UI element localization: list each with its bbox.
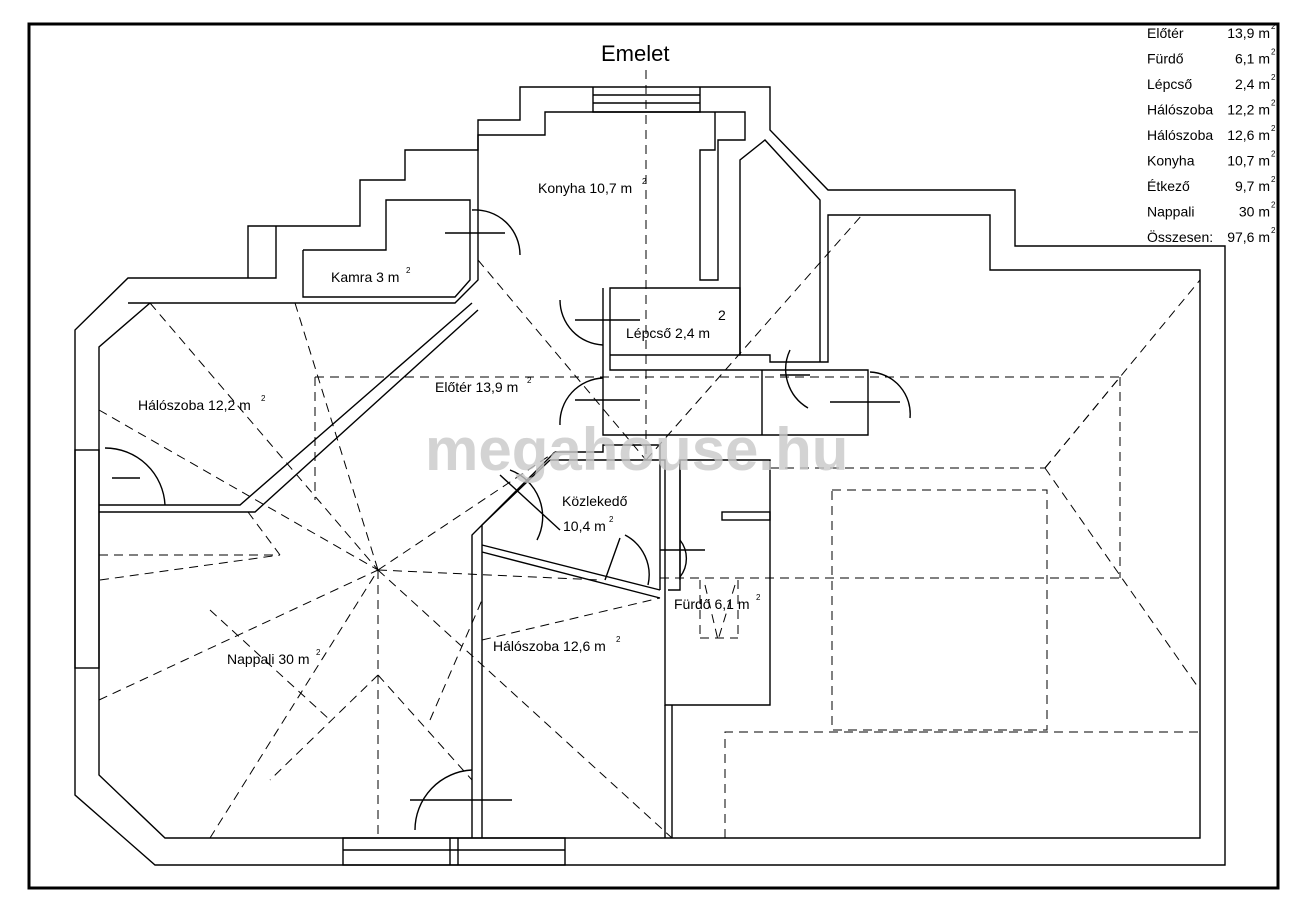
legend-name: Fürdő bbox=[1147, 51, 1184, 67]
sup: 2 bbox=[316, 648, 321, 657]
legend-value: 13,9 m bbox=[1227, 25, 1270, 41]
room-labels: Konyha 10,7 m 2 Kamra 3 m 2 Lépcső 2,4 m… bbox=[138, 177, 761, 667]
legend-unit-sup: 2 bbox=[1271, 99, 1276, 108]
legend-unit-sup: 2 bbox=[1271, 175, 1276, 184]
sup: 2 bbox=[616, 635, 621, 644]
sup: 2 bbox=[718, 307, 726, 323]
sup: 2 bbox=[261, 394, 266, 403]
label-kozlekedo: Közlekedő bbox=[562, 493, 628, 509]
legend-unit-sup: 2 bbox=[1271, 150, 1276, 159]
legend-unit-sup: 2 bbox=[1271, 201, 1276, 210]
label-konyha: Konyha 10,7 m bbox=[538, 180, 632, 196]
doors bbox=[104, 209, 911, 831]
legend-name: Hálószoba bbox=[1147, 127, 1213, 143]
sup: 2 bbox=[642, 177, 647, 186]
legend-name: Összesen: bbox=[1147, 228, 1213, 245]
legend-unit-sup: 2 bbox=[1271, 48, 1276, 57]
legend-name: Étkező bbox=[1147, 178, 1190, 194]
label-eloter: Előtér 13,9 m bbox=[435, 379, 518, 395]
legend-name: Hálószoba bbox=[1147, 102, 1213, 118]
label-lepcso: Lépcső 2,4 m bbox=[626, 325, 710, 341]
legend-value: 2,4 m bbox=[1235, 76, 1270, 92]
label-kozlekedo-area: 10,4 m bbox=[563, 518, 606, 534]
legend-unit-sup: 2 bbox=[1271, 124, 1276, 133]
legend-value: 6,1 m bbox=[1235, 51, 1270, 67]
label-haloszoba-1: Hálószoba 12,2 m bbox=[138, 397, 251, 413]
sup: 2 bbox=[406, 266, 411, 275]
label-furdo: Fürdő 6,1 m bbox=[674, 596, 749, 612]
watermark: megahouse.hu bbox=[425, 416, 848, 483]
sup: 2 bbox=[609, 515, 614, 524]
label-kamra: Kamra 3 m bbox=[331, 269, 399, 285]
legend-value: 10,7 m bbox=[1227, 153, 1270, 169]
legend-name: Előtér bbox=[1147, 25, 1184, 41]
sup: 2 bbox=[527, 376, 532, 385]
plan-title: Emelet bbox=[601, 41, 669, 66]
legend-value: 30 m bbox=[1239, 204, 1270, 220]
legend-value: 9,7 m bbox=[1235, 178, 1270, 194]
legend-name: Konyha bbox=[1147, 153, 1195, 169]
legend-value: 12,6 m bbox=[1227, 127, 1270, 143]
walls bbox=[74, 86, 1226, 866]
legend-name: Nappali bbox=[1147, 204, 1194, 220]
label-nappali: Nappali 30 m bbox=[227, 651, 310, 667]
legend-name: Lépcső bbox=[1147, 76, 1192, 92]
legend-value: 12,2 m bbox=[1227, 102, 1270, 118]
legend-unit-sup: 2 bbox=[1271, 22, 1276, 31]
label-haloszoba-2: Hálószoba 12,6 m bbox=[493, 638, 606, 654]
legend-value: 97,6 m bbox=[1227, 229, 1270, 245]
dashed-lines bbox=[98, 70, 1201, 839]
legend-unit-sup: 2 bbox=[1271, 226, 1276, 235]
sup: 2 bbox=[756, 593, 761, 602]
frame bbox=[27, 22, 1280, 890]
legend-unit-sup: 2 bbox=[1271, 73, 1276, 82]
